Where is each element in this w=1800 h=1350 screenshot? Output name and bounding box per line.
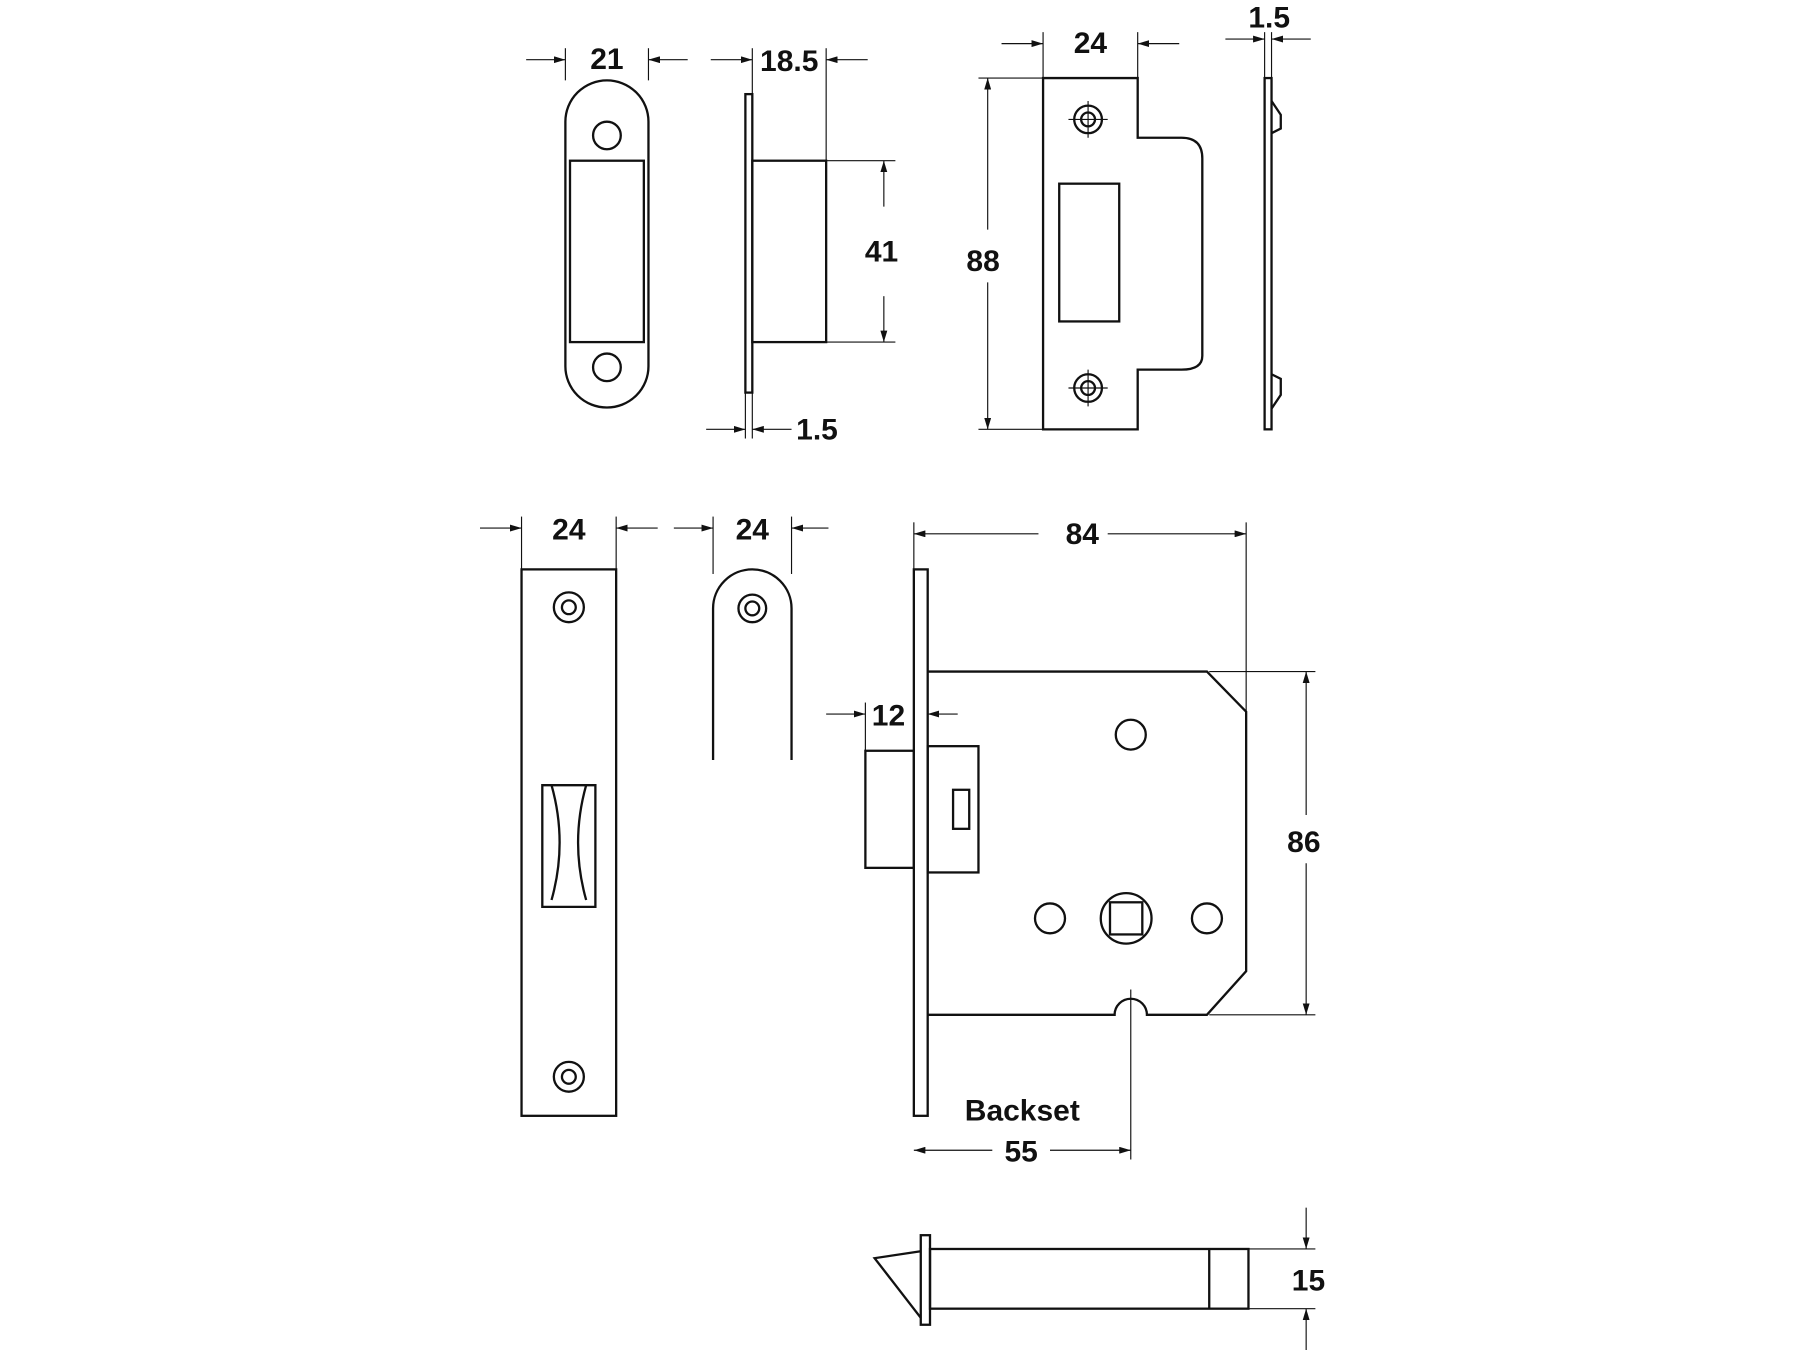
strike-height-label: 88 [966, 245, 999, 278]
strike-plate-front-view: 24 88 [966, 27, 1204, 431]
strike-width-label: 24 [1074, 27, 1108, 60]
forend-square-width-label: 24 [552, 514, 586, 547]
latch-projection-label: 12 [872, 700, 905, 733]
radius-forend-view: 24 [673, 514, 829, 760]
forend-radius-width-label: 24 [736, 514, 770, 547]
backset-label: Backset [965, 1094, 1080, 1127]
case-height-label: 86 [1287, 826, 1320, 859]
square-forend-view: 24 [479, 514, 658, 1117]
bolt-side-view: 15 [872, 1207, 1325, 1350]
lock-body-view: 84 12 86 55 Backset [826, 518, 1321, 1169]
keep-depth-label: 18.5 [760, 45, 818, 78]
backset-value-label: 55 [1004, 1136, 1037, 1169]
keep-height-label: 41 [865, 236, 898, 269]
strike-plate-label: 1.5 [1248, 2, 1290, 35]
strike-plate-side-view: 1.5 [1225, 2, 1311, 431]
keep-front-view: 21 [526, 43, 688, 409]
case-depth-label: 84 [1066, 518, 1100, 551]
keep-width-label: 21 [590, 43, 623, 76]
bolt-thickness-label: 15 [1292, 1264, 1325, 1297]
keep-side-view: 18.5 41 1.5 [706, 45, 898, 447]
keep-plate-label: 1.5 [796, 414, 838, 447]
